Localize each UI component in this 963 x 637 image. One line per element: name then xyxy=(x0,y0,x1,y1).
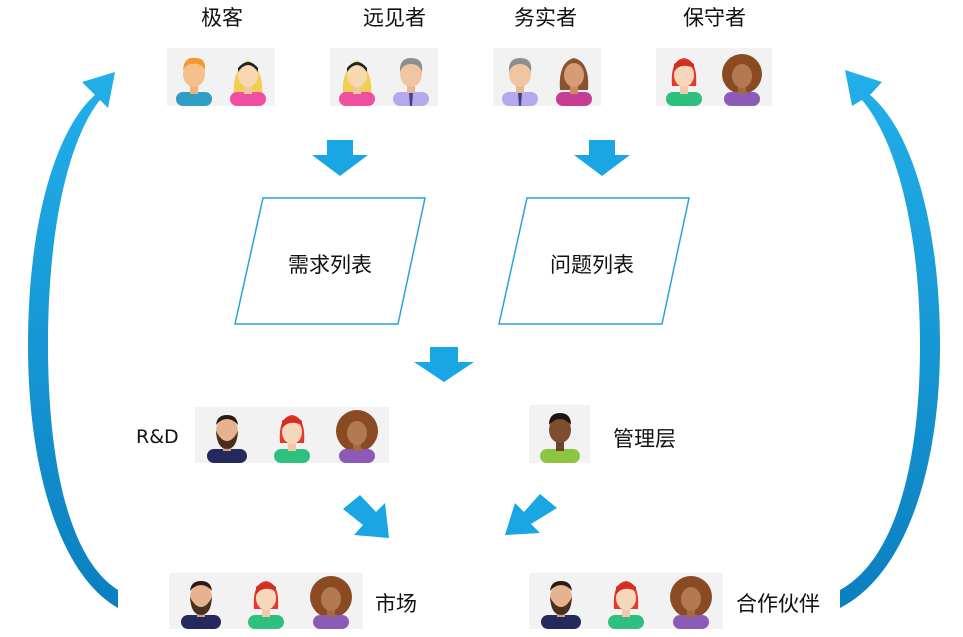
avatar-red-hair-woman xyxy=(607,581,644,629)
avatar-curly-hair-woman xyxy=(669,576,712,629)
down-arrow-requirements xyxy=(312,140,368,176)
arrow-rnd-to-market xyxy=(343,495,389,538)
management-label: 管理层 xyxy=(613,427,676,451)
conservatives-avatars xyxy=(656,48,772,106)
issues-list-label: 问题列表 xyxy=(550,253,634,277)
pragmatists-avatars xyxy=(493,48,601,106)
avatar-brown-hair-woman xyxy=(556,58,592,106)
persona-innovators-label: 极客 xyxy=(201,6,243,30)
requirements-list-shape xyxy=(234,197,426,325)
management-avatar xyxy=(529,405,590,463)
innovators-avatars xyxy=(167,48,275,106)
persona-visionaries-label: 远见者 xyxy=(363,6,426,30)
avatar-curly-hair-woman xyxy=(722,54,762,106)
avatar-bearded-man xyxy=(541,581,582,629)
down-arrow-teams xyxy=(414,347,474,382)
avatar-dark-skin-man xyxy=(539,413,580,463)
avatar-orange-hair-man xyxy=(176,57,212,106)
avatar-red-hair-woman xyxy=(666,58,702,106)
down-arrow-issues xyxy=(574,140,630,176)
avatar-red-hair-woman xyxy=(247,581,284,629)
visionaries-avatars xyxy=(330,48,438,106)
requirements-list-label: 需求列表 xyxy=(288,253,372,277)
market-avatars xyxy=(169,573,363,629)
partners-label: 合作伙伴 xyxy=(736,592,820,616)
avatar-grey-hair-man-tie xyxy=(393,58,429,106)
rnd-avatars xyxy=(195,407,389,463)
avatar-bearded-man xyxy=(207,415,248,463)
market-label: 市场 xyxy=(375,592,417,616)
avatar-blonde-woman-headset xyxy=(339,60,375,106)
avatar-blonde-woman-headset xyxy=(230,60,266,106)
avatar-red-hair-woman xyxy=(273,415,310,463)
arrow-management-to-partners xyxy=(505,494,557,535)
rnd-label: R&D xyxy=(136,426,179,448)
persona-pragmatists-label: 务实者 xyxy=(514,6,577,30)
avatar-bearded-man xyxy=(181,581,222,629)
left-return-arrow xyxy=(28,72,118,608)
issues-list-shape xyxy=(498,197,690,325)
avatar-curly-hair-woman xyxy=(335,410,378,463)
right-return-arrow xyxy=(840,70,940,608)
partners-avatars xyxy=(529,573,723,629)
avatar-grey-hair-man-tie xyxy=(502,58,538,106)
persona-conservatives-label: 保守者 xyxy=(683,6,746,30)
avatar-curly-hair-woman xyxy=(309,576,352,629)
